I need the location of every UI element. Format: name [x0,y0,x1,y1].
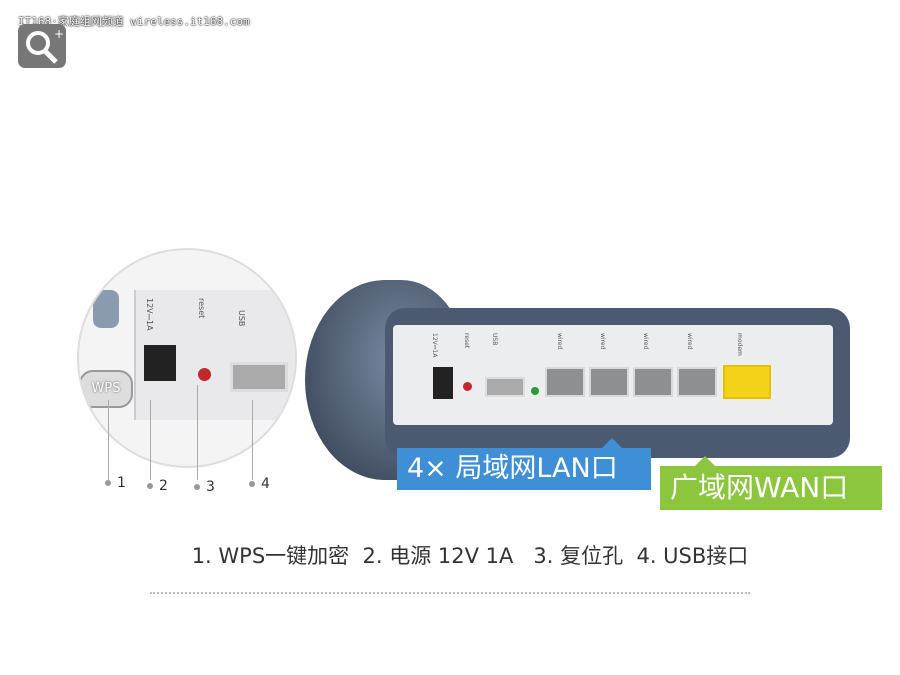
power-jack [433,367,453,399]
usb-port [485,377,525,397]
router-photo: 12V⎓1A reset USB wired wired wired wired… [305,280,853,480]
lan-port-label: wired [686,333,693,350]
lan-port [589,367,629,397]
callout-3: 3 [194,479,215,495]
lan-port-label: wired [599,333,606,350]
power-label: 12V⎓1A [431,333,438,358]
lan-port [633,367,673,397]
power-label: 12V⎓1A [145,298,154,331]
wan-port [723,365,771,399]
usb-port [230,362,288,392]
callout-line [108,400,109,480]
lan-port-label: wired [642,333,649,350]
callout-line [150,400,151,480]
callout-1: 1 [105,475,126,491]
wps-button: WPS [79,370,133,408]
reset-hole [463,382,472,391]
dotted-divider [150,592,750,594]
svg-text:+: + [54,27,64,41]
lan-port-label: wired [556,333,563,350]
zoom-detail-circle: 12V⎓1A reset USB WPS [77,248,297,468]
caption: 1. WPS一键加密 2. 电源 12V 1A 3. 复位孔 4. USB接口 [191,544,749,568]
callout-2: 2 [147,478,168,494]
watermark: IT168·家庭组网频道 wireless.it168.com [18,15,250,28]
reset-label: reset [463,333,470,349]
lan-port [545,367,585,397]
router-back-panel: 12V⎓1A reset USB wired wired wired wired… [393,325,833,425]
lan-port-label-box: 4× 局域网LAN口 [397,438,651,490]
usb-label: USB [237,310,246,327]
power-jack [144,345,176,381]
lan-port [677,367,717,397]
zoomed-back-panel: 12V⎓1A reset USB [134,290,295,420]
led-cover [93,290,119,328]
usb-label: USB [491,333,498,346]
status-led [531,387,539,395]
reset-hole [198,368,211,381]
reset-label: reset [197,298,206,319]
wan-port-label-box: 广域网WAN口 [660,456,882,510]
callout-line [252,400,253,480]
callout-line [197,385,198,480]
magnifier-plus-icon[interactable]: + [18,24,66,68]
callout-4: 4 [249,476,270,492]
wan-port-label: modem [736,333,743,356]
